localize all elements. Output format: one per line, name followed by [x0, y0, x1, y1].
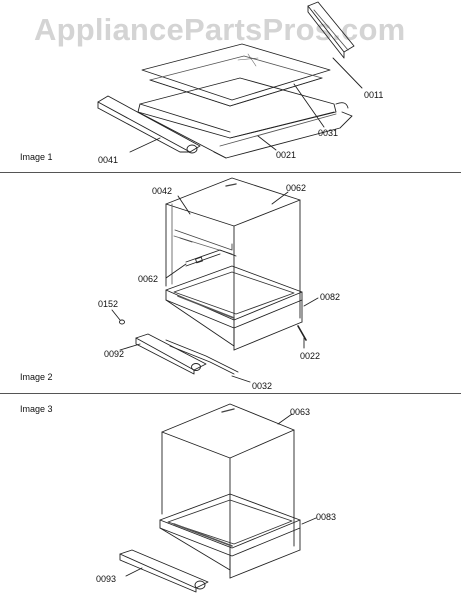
callout-0032: 0032 [252, 381, 273, 391]
callout-0041: 0041 [98, 155, 119, 165]
callout-0062-slide: 0062 [138, 274, 159, 284]
image3-drawer-assembly [120, 404, 316, 592]
callout-0042: 0042 [152, 186, 173, 196]
image1-shelf-assembly [98, 2, 362, 158]
callout-0031: 0031 [318, 128, 339, 138]
panel-divider-1 [0, 172, 461, 173]
image2-crisper-assembly [112, 178, 318, 382]
callout-0083: 0083 [316, 512, 337, 522]
panel-label-image-3: Image 3 [20, 404, 53, 414]
panel-divider-2 [0, 393, 461, 394]
callout-0093: 0093 [96, 574, 117, 584]
callout-0082: 0082 [320, 292, 341, 302]
callout-0062-top: 0062 [286, 183, 307, 193]
watermark: AppliancePartsPros.com [34, 12, 406, 47]
callout-0011: 0011 [364, 90, 384, 100]
rear-rail-part [308, 2, 354, 58]
front-trim-part [98, 96, 200, 153]
callout-0092: 0092 [104, 349, 125, 359]
glass-shelf-part [142, 44, 330, 106]
callout-0152: 0152 [98, 299, 119, 309]
shelf-frame-part [138, 78, 352, 158]
callout-0022: 0022 [300, 351, 321, 361]
callout-0063: 0063 [290, 407, 311, 417]
panel-label-image-2: Image 2 [20, 372, 53, 382]
panel-label-image-1: Image 1 [20, 152, 53, 162]
callout-0021: 0021 [276, 150, 297, 160]
